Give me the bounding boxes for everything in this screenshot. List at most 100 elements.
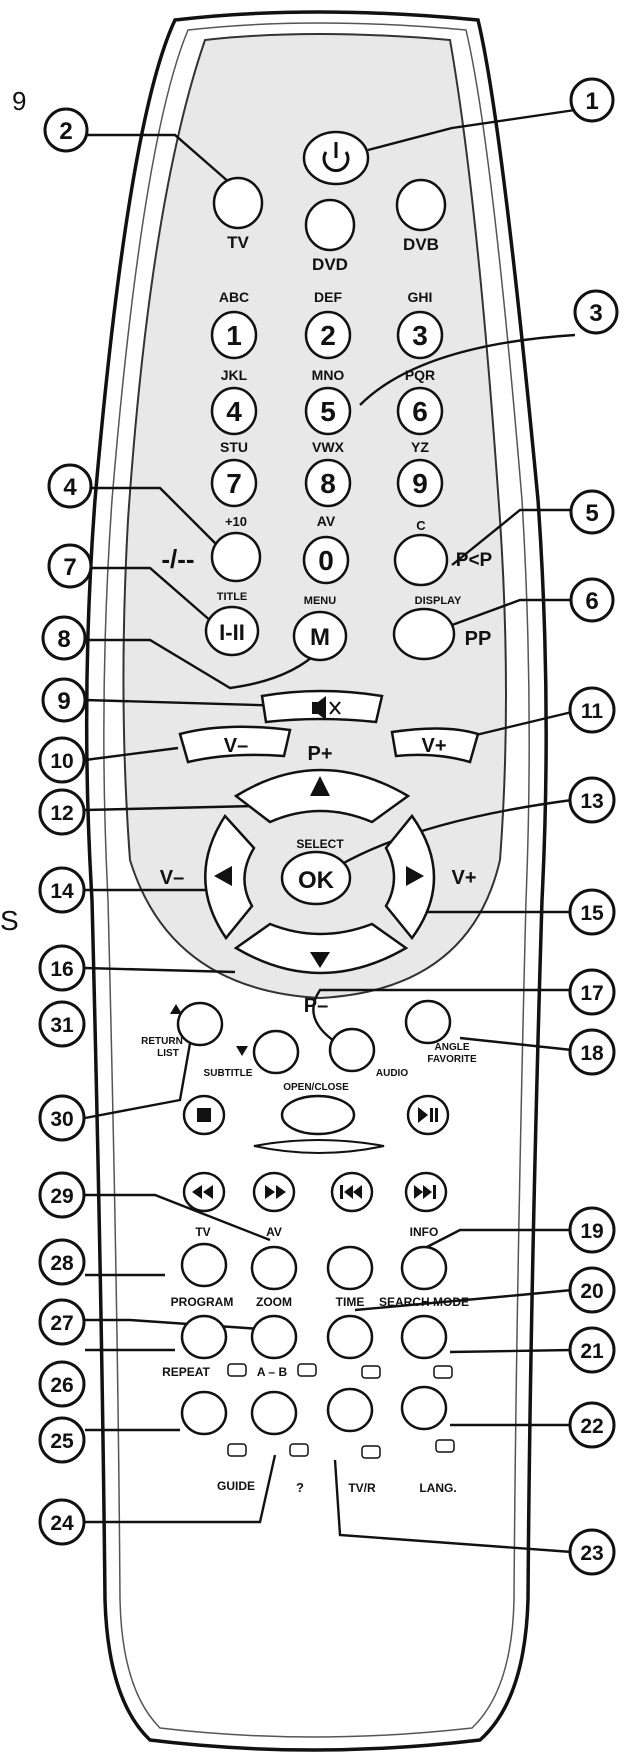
svg-text:DISPLAY: DISPLAY <box>415 595 462 607</box>
callout-12: 12 <box>38 788 86 836</box>
callout-10: 10 <box>38 736 86 784</box>
av-button[interactable]: AV <box>250 1225 298 1291</box>
callout-28: 28 <box>38 1238 86 1286</box>
svg-text:ABC: ABC <box>219 289 249 305</box>
digit-6-button[interactable]: PQR 6 <box>396 367 444 436</box>
info-button[interactable]: INFO <box>400 1225 448 1291</box>
callout-5: 5 <box>569 489 615 535</box>
dpad-up-button[interactable] <box>233 768 411 824</box>
mode-button-tv[interactable]: TV <box>212 176 264 252</box>
display-button[interactable]: DISPLAY PP <box>392 595 491 661</box>
digit-3-button[interactable]: GHI 3 <box>396 289 444 360</box>
lang-button[interactable] <box>400 1385 448 1431</box>
dpad-left-button[interactable] <box>204 813 256 941</box>
svg-text:OK: OK <box>298 867 335 894</box>
blank-function-button[interactable] <box>326 1245 374 1291</box>
repeat-button[interactable] <box>180 1390 228 1436</box>
svg-text:20: 20 <box>580 1280 603 1303</box>
dash-button[interactable]: +10 -/-- <box>161 514 262 583</box>
menu-button[interactable]: MENU M <box>292 595 348 662</box>
tvr-label: TV/R <box>348 1481 376 1495</box>
power-button[interactable] <box>302 130 370 186</box>
svg-text:2: 2 <box>59 118 72 145</box>
ok-button[interactable]: OK <box>280 850 352 906</box>
guide-label: GUIDE <box>217 1479 255 1493</box>
subtitle-arrow-icon <box>236 1046 248 1056</box>
mode-button-dvd[interactable]: DVD <box>304 198 356 274</box>
svg-text:TV: TV <box>195 1225 210 1239</box>
a-b-button[interactable] <box>250 1390 298 1436</box>
dpad-down-button[interactable] <box>233 922 409 975</box>
svg-text:24: 24 <box>50 1512 74 1535</box>
time-button[interactable]: TIME <box>326 1295 374 1360</box>
mode-button-dvb[interactable]: DVB <box>395 178 447 254</box>
svg-text:GHI: GHI <box>408 289 433 305</box>
tv-function-button[interactable]: TV <box>180 1225 228 1288</box>
svg-text:SEARCH MODE: SEARCH MODE <box>379 1295 469 1309</box>
skip-forward-button[interactable] <box>404 1171 448 1213</box>
rewind-icon <box>192 1185 213 1199</box>
teletext-button[interactable] <box>326 1387 374 1433</box>
dpad-right-button[interactable] <box>384 813 436 941</box>
skip-back-button[interactable] <box>330 1171 374 1213</box>
rewind-button[interactable] <box>182 1171 226 1213</box>
svg-text:INFO: INFO <box>410 1225 439 1239</box>
teletext-icon <box>227 1363 247 1377</box>
svg-text:19: 19 <box>580 1220 603 1243</box>
p-minus-label: P– <box>304 995 328 1017</box>
digit-4-button[interactable]: JKL 4 <box>210 367 258 436</box>
callout-7: 7 <box>47 543 93 589</box>
callout-30: 30 <box>38 1094 86 1142</box>
digit-5-button[interactable]: MNO 5 <box>304 367 352 436</box>
search-mode-button[interactable]: SEARCH MODE <box>379 1295 469 1360</box>
digit-2-button[interactable]: DEF 2 <box>304 289 352 360</box>
svg-text:V–: V– <box>224 735 248 757</box>
svg-text:FAVORITE: FAVORITE <box>427 1054 477 1065</box>
edge-mark-mid: S <box>0 905 19 936</box>
return-list-button[interactable]: RETURN LIST <box>141 1001 224 1059</box>
svg-text:2: 2 <box>320 320 336 351</box>
zoom-button[interactable]: ZOOM <box>250 1295 298 1360</box>
title-button[interactable]: TITLE I-II <box>204 591 260 657</box>
return-arrow-icon <box>170 1004 182 1014</box>
power-icon <box>322 151 350 173</box>
svg-text:7: 7 <box>63 554 76 581</box>
teletext-icon <box>433 1365 453 1379</box>
svg-text:C: C <box>416 518 426 533</box>
svg-text:23: 23 <box>580 1542 603 1565</box>
stop-button[interactable] <box>182 1094 226 1136</box>
svg-text:3: 3 <box>589 300 602 327</box>
fast-forward-button[interactable] <box>252 1171 296 1213</box>
pp-swap-button[interactable]: C P<P <box>393 518 493 587</box>
open-close-label: OPEN/CLOSE <box>283 1082 349 1093</box>
teletext-icon <box>297 1363 317 1377</box>
svg-text:5: 5 <box>320 396 336 427</box>
svg-text:29: 29 <box>50 1185 73 1208</box>
svg-text:I-II: I-II <box>219 620 245 645</box>
audio-button[interactable]: AUDIO <box>328 1027 408 1079</box>
callout-23: 23 <box>568 1528 616 1576</box>
volume-minus-button[interactable]: V– <box>178 725 292 764</box>
mute-icon <box>312 696 341 720</box>
callout-3: 3 <box>573 289 619 335</box>
digit-8-button[interactable]: VWX 8 <box>304 439 352 508</box>
digit-7-button[interactable]: STU 7 <box>210 439 258 508</box>
svg-text:22: 22 <box>580 1415 603 1438</box>
callout-11: 11 <box>568 686 616 734</box>
angle-favorite-button[interactable]: ANGLE FAVORITE <box>404 999 477 1065</box>
svg-text:4: 4 <box>226 396 242 427</box>
digit-1-button[interactable]: ABC 1 <box>210 289 258 360</box>
volume-plus-button[interactable]: V+ <box>390 727 480 764</box>
svg-text:14: 14 <box>50 880 74 903</box>
digit-0-button[interactable]: AV 0 <box>302 513 350 585</box>
digit-9-button[interactable]: YZ 9 <box>396 439 444 508</box>
callout-1: 1 <box>569 77 615 123</box>
open-close-button[interactable] <box>280 1094 356 1136</box>
teletext-icons-row1 <box>227 1363 453 1379</box>
subtitle-button[interactable]: SUBTITLE <box>204 1029 300 1079</box>
callout-26b: 26 <box>38 1360 86 1408</box>
play-pause-button[interactable] <box>406 1094 450 1136</box>
program-button[interactable]: PROGRAM <box>171 1295 234 1360</box>
mute-button[interactable] <box>260 689 384 724</box>
svg-text:31: 31 <box>50 1014 74 1037</box>
